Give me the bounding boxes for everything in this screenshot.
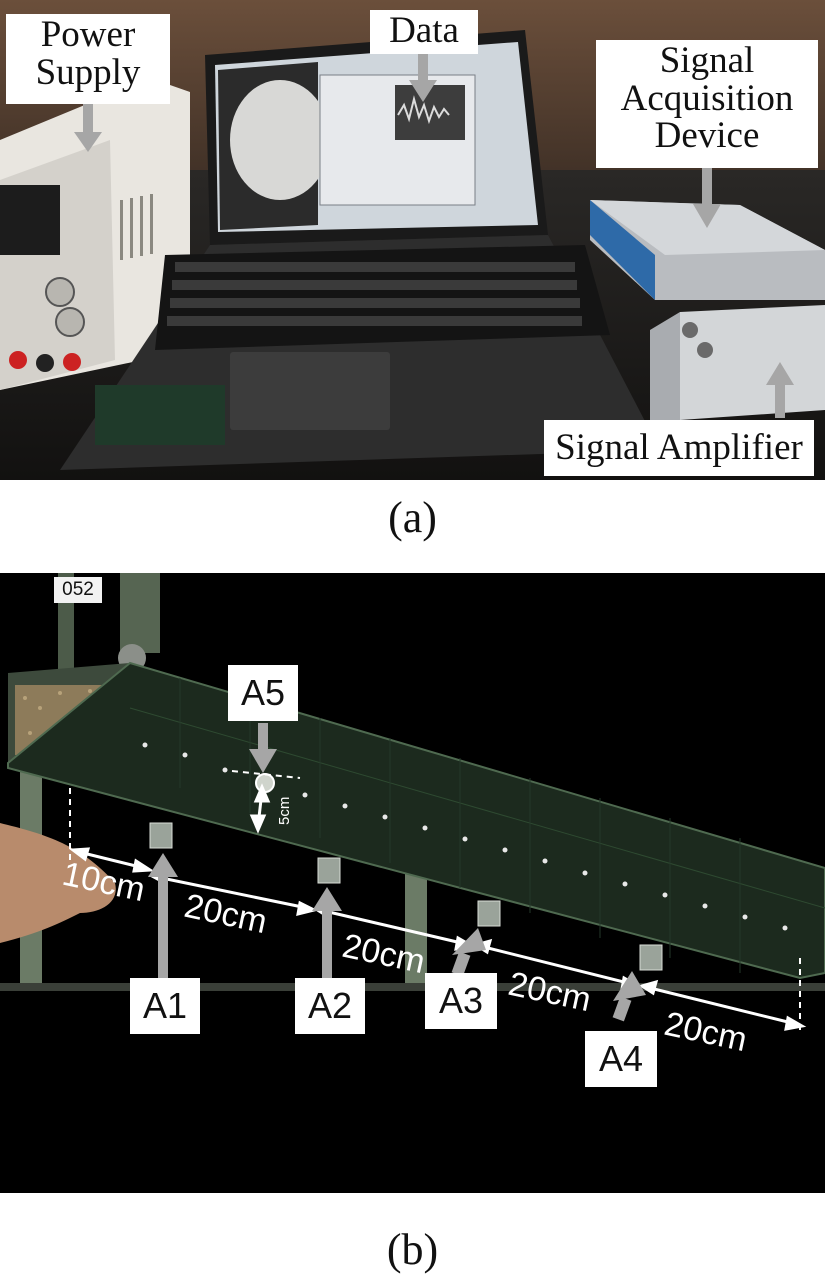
dimension-5cm: 5cm <box>276 796 293 825</box>
data-label: Data <box>370 10 478 54</box>
sensor-label-a4: A4 <box>585 1031 657 1087</box>
sensor-label-a1: A1 <box>130 978 200 1034</box>
signal-amplifier-unit <box>650 305 825 425</box>
laptop <box>60 30 660 470</box>
sensor-label-a3: A3 <box>425 973 497 1029</box>
reference-lines <box>69 770 801 1033</box>
sensor-label-a2: A2 <box>295 978 365 1034</box>
sensor-a5-marker <box>255 773 275 793</box>
sensor-cylinders <box>149 822 663 971</box>
equipment-photo: Power Supply Data Signal Acquisition Dev… <box>0 0 825 480</box>
hand <box>0 823 116 943</box>
panel-a-arrows <box>74 44 794 418</box>
signal-acquisition-unit <box>590 200 825 300</box>
flume-illustration <box>0 573 825 1033</box>
caption-b: (b) <box>386 1225 439 1274</box>
signal-acquisition-label: Signal Acquisition Device <box>596 40 818 168</box>
power-supply-label: Power Supply <box>6 14 170 104</box>
inclined-flume <box>7 661 825 980</box>
sensor-label-a5: A5 <box>228 665 298 721</box>
flume-photo: 052 A1 A2 A3 A4 A5 10cm 20cm 20cm 20cm 2… <box>0 573 825 1193</box>
sensor-arrows <box>148 723 646 1022</box>
tag-label: 052 <box>54 577 102 603</box>
power-supply-unit <box>0 78 190 390</box>
signal-amplifier-label: Signal Amplifier <box>544 420 814 476</box>
equipment-illustration <box>0 0 825 480</box>
caption-a: (a) <box>388 493 437 542</box>
